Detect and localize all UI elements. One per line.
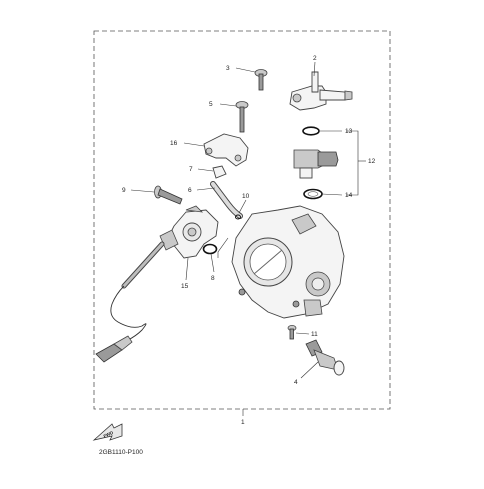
injector-part (293, 149, 339, 179)
callout-7: 7 (189, 166, 193, 173)
fwd-label: FWD (103, 430, 115, 439)
fwd-arrow-icon: FWD (92, 423, 123, 441)
callout-1: 1 (241, 419, 245, 426)
callout-8: 8 (211, 275, 215, 282)
callout-labels: 3 2 5 13 16 12 7 6 9 14 10 8 15 11 4 1 (122, 55, 376, 426)
callout-3: 3 (226, 65, 230, 72)
callout-4: 4 (294, 379, 298, 386)
screw-part (254, 69, 268, 91)
clamp-7-part (212, 165, 227, 179)
seal-14-part (303, 188, 323, 200)
callout-16: 16 (170, 140, 178, 147)
callout-2: 2 (313, 55, 317, 62)
callout-15: 15 (181, 283, 189, 290)
cable-connector (95, 335, 133, 363)
o-ring-13-part (302, 126, 320, 136)
assembly-border (93, 30, 391, 410)
throttle-body-part (231, 205, 345, 319)
throttle-sensor-part (159, 205, 219, 259)
fitting-pipe-part (289, 71, 353, 111)
screw-9-part (154, 185, 183, 205)
callout-6: 6 (188, 187, 192, 194)
bolt-part (235, 101, 249, 133)
callout-10: 10 (242, 193, 250, 200)
callout-13: 13 (345, 128, 353, 135)
bracket-part (203, 133, 249, 167)
sensor-cable (110, 285, 147, 341)
part-code: 2GB1110-P100 (99, 449, 143, 456)
sensor-rod (121, 241, 165, 289)
hose-6-part (210, 181, 243, 219)
callout-9: 9 (122, 187, 126, 194)
leader-lines (130, 61, 366, 416)
screw-11-part (287, 324, 297, 340)
callout-11: 11 (311, 331, 318, 338)
sensor-plug-4-part (305, 339, 345, 376)
callout-5: 5 (209, 101, 213, 108)
o-ring-8-part (202, 243, 218, 255)
callout-14: 14 (345, 192, 353, 199)
small-o-ring-10-part (235, 214, 241, 220)
callout-12: 12 (368, 158, 376, 165)
